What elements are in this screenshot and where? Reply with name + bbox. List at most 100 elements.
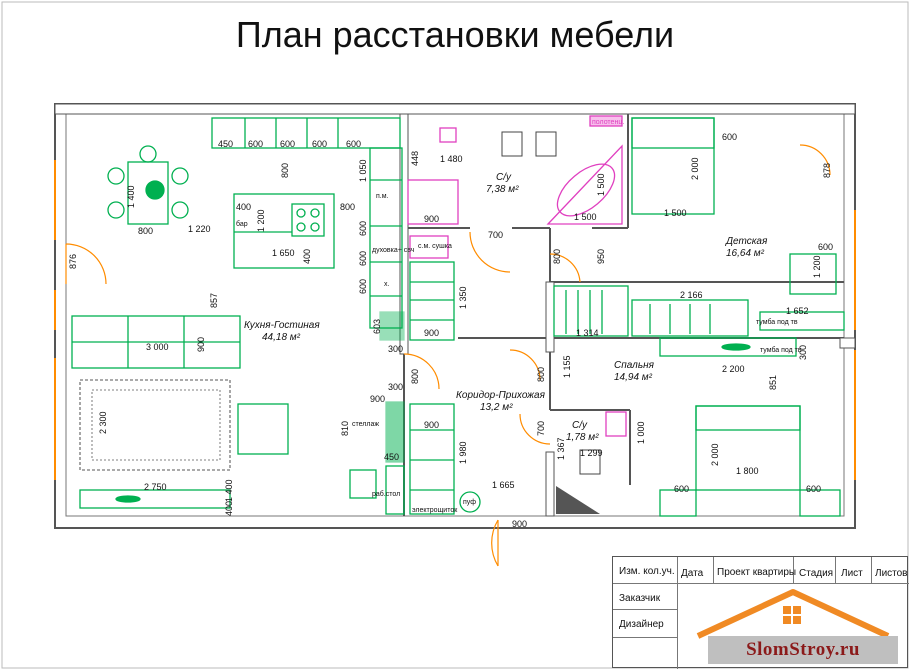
svg-text:851: 851: [768, 375, 778, 390]
svg-text:300: 300: [798, 345, 808, 360]
stamp-customer: Заказчик: [619, 593, 661, 604]
svg-text:Спальня: Спальня: [614, 360, 655, 371]
svg-text:900: 900: [196, 337, 206, 352]
wall-blocks: [54, 103, 856, 517]
svg-text:1 480: 1 480: [440, 154, 463, 164]
doors: [65, 144, 831, 567]
svg-text:900: 900: [370, 394, 385, 404]
svg-text:400: 400: [236, 202, 251, 212]
svg-text:900: 900: [512, 519, 527, 529]
svg-text:800: 800: [552, 249, 562, 264]
svg-text:тумба под тв: тумба под тв: [756, 318, 798, 326]
stamp-stage: Стадия: [799, 568, 834, 579]
svg-text:450: 450: [218, 139, 233, 149]
furniture: [71, 117, 845, 517]
dimension-labels: 450 600 600 600 600 800 800 1 050 1 400 …: [68, 132, 833, 529]
svg-text:1 500: 1 500: [574, 212, 597, 222]
svg-text:пуф: пуф: [463, 499, 476, 506]
windows: [54, 160, 856, 480]
svg-text:300: 300: [388, 344, 403, 354]
svg-text:стеллаж: стеллаж: [352, 421, 379, 428]
svg-text:2 200: 2 200: [722, 364, 745, 374]
room-name: Кухня-Гостиная: [244, 320, 320, 331]
plumbing: [407, 115, 627, 437]
svg-text:С/у: С/у: [496, 172, 512, 183]
svg-text:1 155: 1 155: [562, 355, 572, 378]
svg-text:тумба под тв: тумба под тв: [760, 346, 802, 354]
room-labels: Кухня-Гостиная 44,18 м² С/у 7,38 м² Детс…: [244, 172, 768, 443]
svg-text:1 650: 1 650: [272, 248, 295, 258]
svg-text:800: 800: [340, 202, 355, 212]
svg-text:600: 600: [346, 139, 361, 149]
svg-text:1 000: 1 000: [636, 421, 646, 444]
svg-text:2 750: 2 750: [144, 482, 167, 492]
svg-text:857: 857: [209, 293, 219, 308]
svg-text:1 200: 1 200: [812, 255, 822, 278]
svg-text:800: 800: [536, 367, 546, 382]
svg-text:600: 600: [674, 484, 689, 494]
stamp-izm: Изм. кол.уч.: [619, 566, 675, 577]
svg-text:1 665: 1 665: [492, 480, 515, 490]
svg-text:603: 603: [372, 319, 382, 334]
svg-text:600: 600: [358, 251, 368, 266]
svg-text:600: 600: [358, 279, 368, 294]
svg-text:х.: х.: [384, 281, 390, 288]
svg-text:1 400: 1 400: [126, 185, 136, 208]
svg-text:400: 400: [302, 249, 312, 264]
svg-text:1 220: 1 220: [188, 224, 211, 234]
svg-text:400: 400: [224, 501, 234, 516]
svg-text:450: 450: [384, 452, 399, 462]
stamp-project: Проект квартиры: [717, 567, 797, 578]
svg-text:с.м. сушка: с.м. сушка: [418, 243, 452, 250]
page-title: План расстановки мебели: [235, 14, 675, 55]
svg-text:700: 700: [536, 421, 546, 436]
svg-text:раб.стол: раб.стол: [372, 490, 400, 498]
svg-text:900: 900: [424, 328, 439, 338]
svg-text:1 050: 1 050: [358, 159, 368, 182]
svg-text:электрощиток: электрощиток: [412, 507, 458, 514]
svg-text:13,2 м²: 13,2 м²: [480, 402, 513, 413]
svg-text:600: 600: [358, 221, 368, 236]
svg-text:7,38 м²: 7,38 м²: [486, 184, 519, 195]
svg-text:878: 878: [822, 163, 832, 178]
svg-text:Коридор-Прихожая: Коридор-Прихожая: [456, 390, 546, 401]
svg-text:2 000: 2 000: [690, 157, 700, 180]
svg-text:600: 600: [312, 139, 327, 149]
svg-text:1 200: 1 200: [256, 209, 266, 232]
svg-text:876: 876: [68, 254, 78, 269]
logo-roof-icon: [696, 589, 890, 639]
svg-text:600: 600: [806, 484, 821, 494]
svg-text:1 400: 1 400: [224, 479, 234, 502]
svg-text:1 800: 1 800: [736, 466, 759, 476]
svg-text:600: 600: [248, 139, 263, 149]
svg-text:1 500: 1 500: [596, 173, 606, 196]
svg-text:810: 810: [340, 421, 350, 436]
logo-text: SlomStroy.ru: [708, 636, 898, 664]
svg-text:950: 950: [596, 249, 606, 264]
svg-text:900: 900: [424, 214, 439, 224]
svg-text:600: 600: [722, 132, 737, 142]
svg-text:Детская: Детская: [725, 236, 768, 247]
svg-text:1 652: 1 652: [786, 306, 809, 316]
svg-text:900: 900: [424, 420, 439, 430]
svg-text:3 000: 3 000: [146, 342, 169, 352]
svg-text:2 300: 2 300: [98, 411, 108, 434]
svg-text:16,64 м²: 16,64 м²: [726, 248, 765, 259]
svg-text:1 367: 1 367: [556, 437, 566, 460]
svg-text:800: 800: [280, 163, 290, 178]
svg-text:духовка+ свч: духовка+ свч: [372, 247, 415, 254]
stamp-sheets: Листов: [875, 568, 908, 579]
stamp-designer: Дизайнер: [619, 619, 664, 630]
svg-text:1 500: 1 500: [664, 208, 687, 218]
svg-text:800: 800: [410, 369, 420, 384]
furniture-labels: бар п.м. духовка+ свч с.м. сушка х. стел…: [236, 119, 802, 514]
svg-text:2 166: 2 166: [680, 290, 703, 300]
svg-text:448: 448: [410, 151, 420, 166]
svg-text:бар: бар: [236, 220, 248, 228]
svg-text:14,94 м²: 14,94 м²: [614, 372, 653, 383]
svg-text:600: 600: [818, 242, 833, 252]
stamp-date: Дата: [681, 568, 704, 579]
svg-text:полотенц.: полотенц.: [592, 119, 624, 126]
